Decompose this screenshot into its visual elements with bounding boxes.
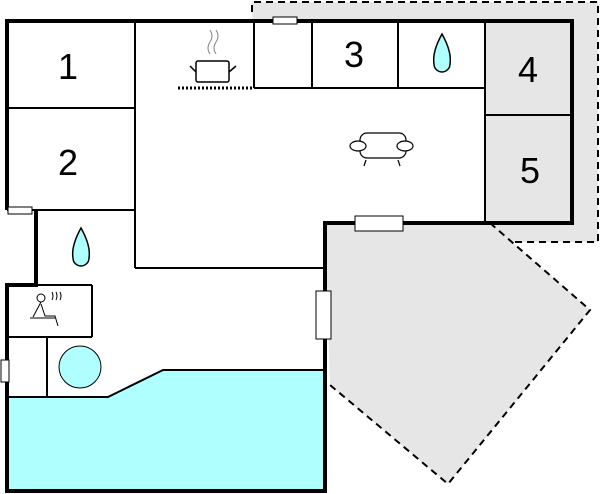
window xyxy=(354,215,404,232)
water-drop-icon xyxy=(71,226,91,267)
sofa-icon xyxy=(349,132,414,167)
room-label-1: 1 xyxy=(57,46,79,87)
pool xyxy=(6,369,326,492)
window xyxy=(0,359,10,383)
window xyxy=(315,290,332,340)
sauna-icon xyxy=(30,291,62,327)
kitchen-pot-icon xyxy=(178,29,252,90)
room-label-4: 4 xyxy=(517,49,539,90)
terrace-diagonal xyxy=(325,223,590,484)
room-label-2: 2 xyxy=(57,142,79,183)
terrace-top-right xyxy=(252,2,598,242)
whirlpool-icon xyxy=(58,345,102,389)
room-label-3: 3 xyxy=(343,34,365,75)
window xyxy=(272,16,298,25)
water-drop-icon xyxy=(432,32,452,73)
room-label-5: 5 xyxy=(519,150,541,191)
window xyxy=(7,206,33,215)
